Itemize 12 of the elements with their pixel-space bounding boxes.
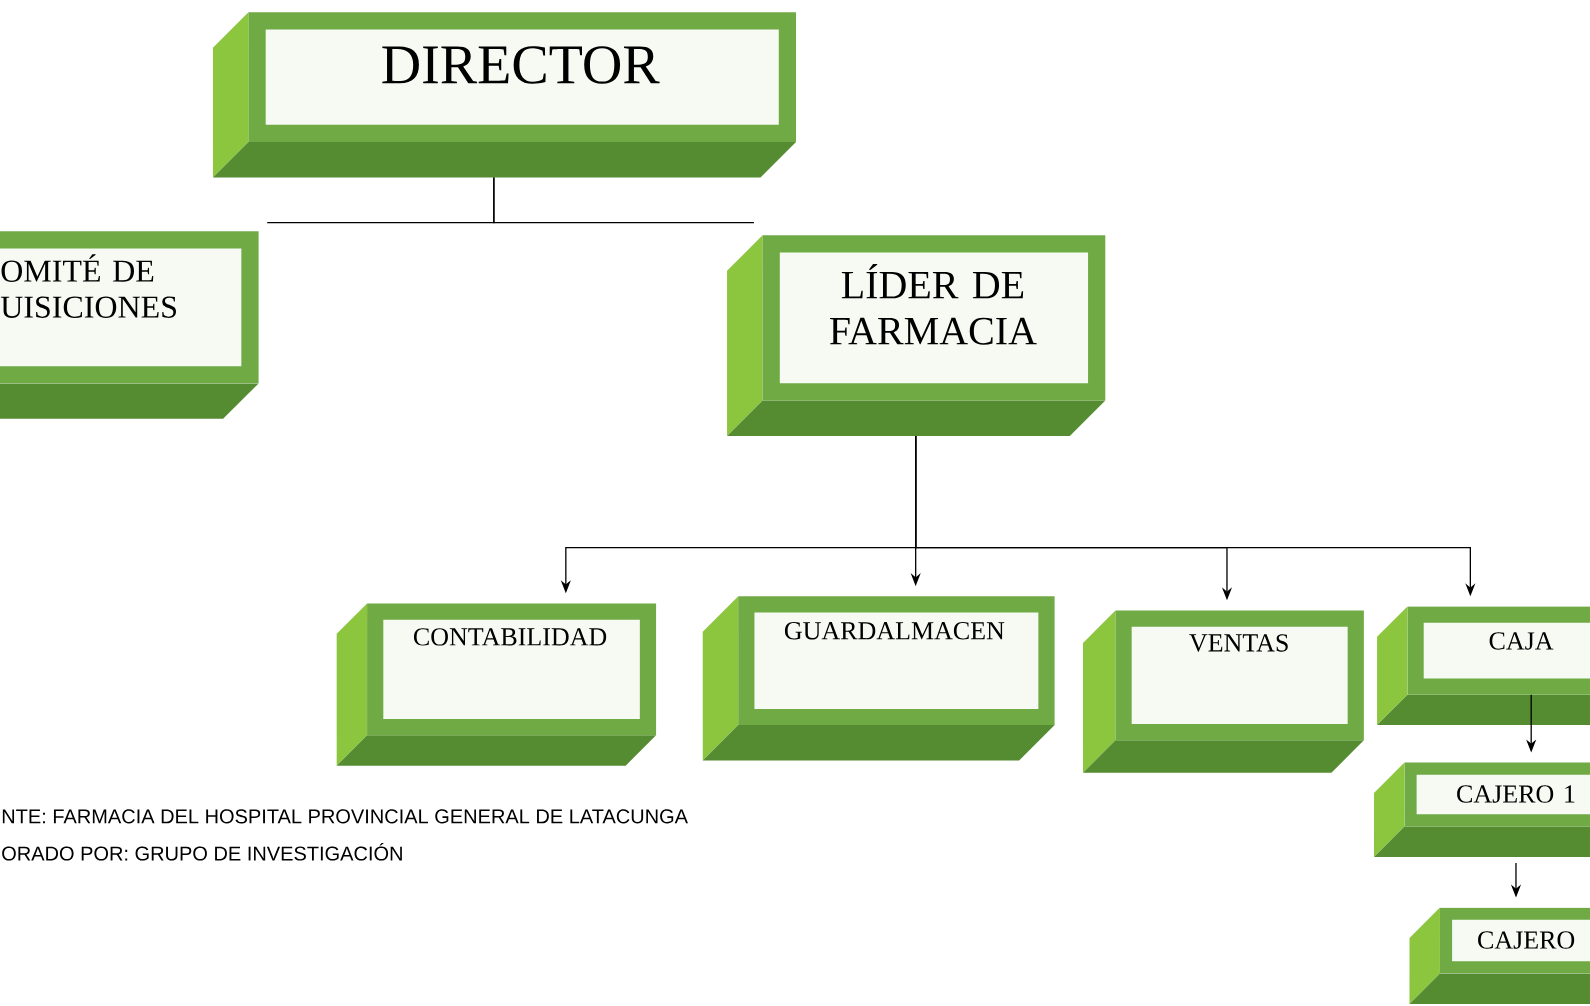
box: GUARDALMACEN [702,596,1055,761]
box: LÍDER DE FARMACIA [727,235,1106,437]
source-note: ORADO POR: GRUPO DE INVESTIGACIÓN [2,843,402,861]
box: OMITÉ DE UISICIONES [0,231,259,419]
box: CAJERO [1409,907,1590,1004]
box: CONTABILIDAD [336,603,657,766]
connector [493,176,755,224]
box: CAJA [1377,606,1590,726]
box: DIRECTOR [212,12,797,178]
box: CAJERO 1 [1374,762,1590,857]
box: VENTAS [1083,610,1364,773]
source-note: NTE: FARMACIA DEL HOSPITAL PROVINCIAL GENERAL DE LATACUNGA [2,809,688,824]
